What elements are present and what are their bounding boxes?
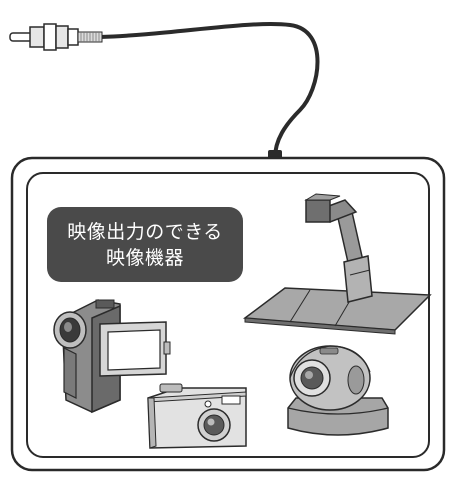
cable	[98, 21, 320, 160]
ptz-camera-icon	[287, 345, 389, 436]
document-camera-icon	[242, 193, 432, 335]
badge-line-1: 映像出力のできる	[67, 220, 223, 243]
video-connector-icon	[9, 23, 103, 51]
digital-camera-icon	[147, 383, 247, 449]
device-label-badge: 映像出力のできる 映像機器	[47, 207, 243, 282]
camcorder-icon	[53, 299, 171, 414]
badge-line-2: 映像機器	[105, 246, 184, 269]
